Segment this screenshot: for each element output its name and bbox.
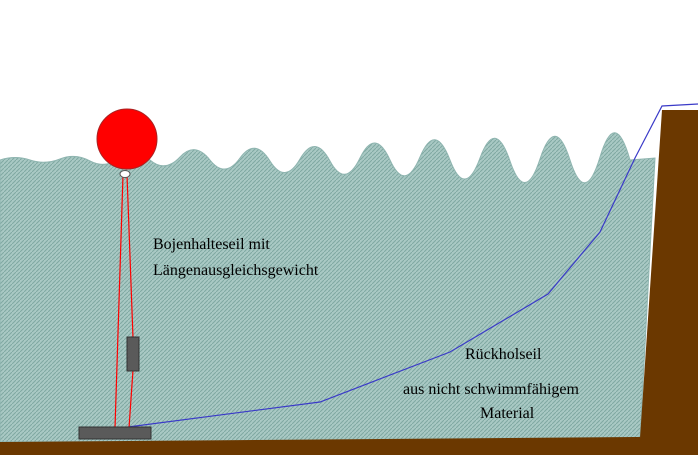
compensation-weight-icon [126,336,140,372]
buoy-rope-weight-lower [128,369,134,429]
return-rope [119,103,698,429]
buoy-rope-weight [126,174,134,339]
buoy-icon [96,108,158,170]
river-bank [638,110,698,455]
buoy-shackle [119,170,131,178]
material-label-line1: aus nicht schwimmfähigem [403,381,580,398]
buoy-rope-label-line1: Bojenhalteseil mit [153,236,270,253]
return-rope-label: Rückholseil [465,346,542,363]
buoy-rope-main [114,174,124,429]
material-label-line2: Material [480,405,535,422]
river-bottom [0,437,640,455]
anchor-slab-icon [78,426,152,440]
buoy-rope-label-line2: Längenausgleichsgewicht [153,262,319,279]
